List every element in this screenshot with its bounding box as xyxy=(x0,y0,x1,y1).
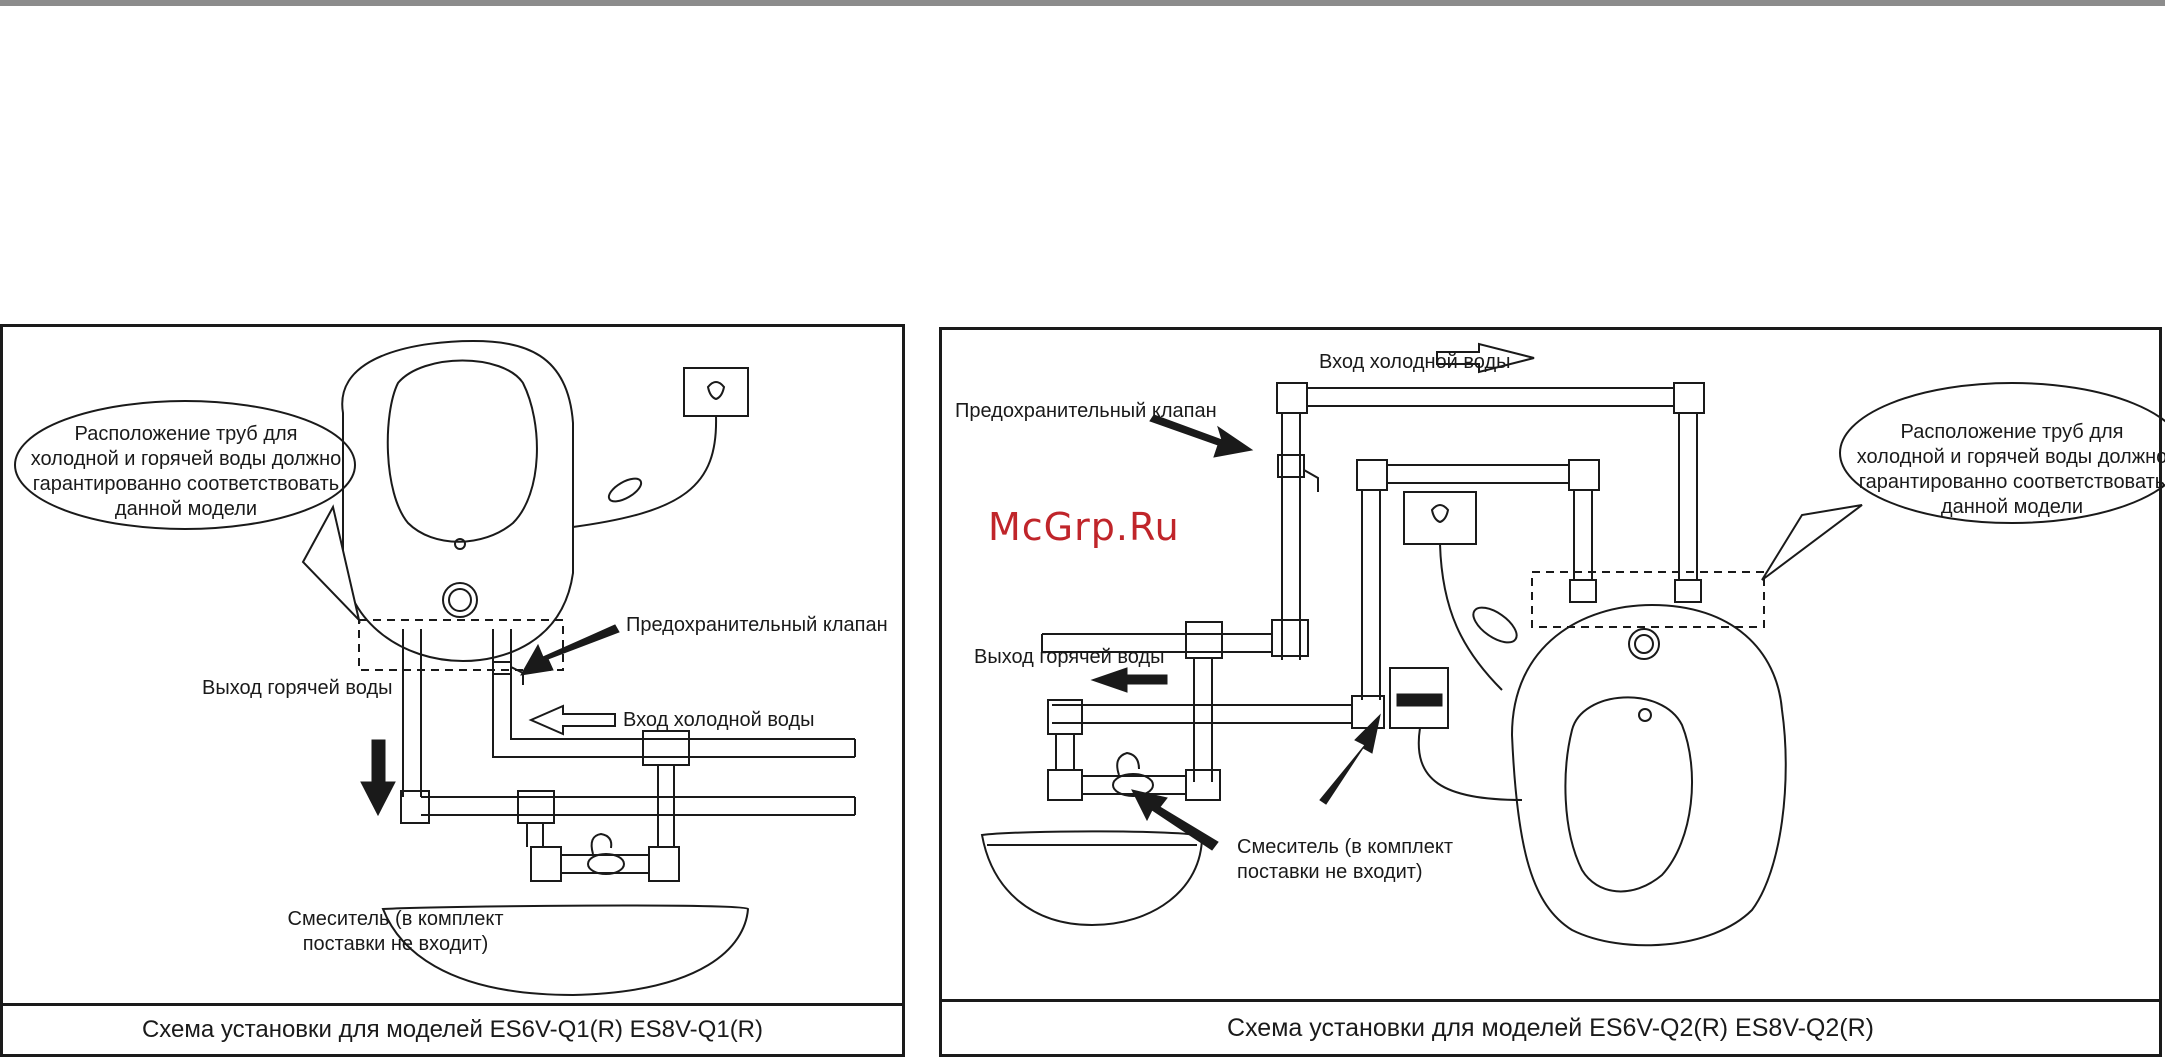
callout-line: гарантированно соответствовать xyxy=(32,473,340,495)
label-hot-water-out: Выход горячей воды xyxy=(202,677,393,699)
label-mixer: Смеситель (в комплект поставки не входит… xyxy=(1237,835,1453,885)
safety-valve-arrow xyxy=(520,624,620,676)
installation-drawing-right xyxy=(980,342,2165,947)
mixer-line: Смеситель (в комплект xyxy=(287,908,504,930)
callout-line: данной модели xyxy=(114,498,258,520)
callout-bubble xyxy=(1839,382,2165,524)
wash-basin xyxy=(381,904,750,997)
power-socket xyxy=(683,367,749,417)
diagram-caption: Схема установки для моделей ES6V-Q1(R) E… xyxy=(3,1003,902,1054)
indicator-dot xyxy=(454,538,466,550)
safety-valve-arrow xyxy=(1149,414,1254,458)
callout-line: холодной и горячей воды должно xyxy=(30,448,342,470)
callout-line: гарантированно соответствовать xyxy=(1858,471,2165,493)
callout-line: Расположение труб для xyxy=(1900,421,2124,443)
mixer-line: поставки не входит) xyxy=(302,933,489,955)
label-cold-water-in: Вход холодной воды xyxy=(1319,351,1511,373)
cold-water-arrow xyxy=(1436,342,1535,374)
heater-window xyxy=(1564,696,1694,893)
mixer-arrow xyxy=(1131,789,1219,851)
heater-window xyxy=(386,359,538,543)
label-cold-water-in: Вход холодной воды xyxy=(623,709,815,731)
installation-drawing-left xyxy=(14,339,856,997)
hot-water-arrow xyxy=(360,739,396,817)
cold-water-arrow xyxy=(528,704,616,736)
thermostat-knob xyxy=(442,582,478,618)
indicator-dot xyxy=(1638,708,1652,722)
mixer-line: поставки не входит) xyxy=(1237,861,1423,883)
callout-line: Расположение труб для xyxy=(74,423,298,445)
power-socket xyxy=(1403,491,1477,545)
label-safety-valve: Предохранительный клапан xyxy=(955,400,1217,422)
watermark: McGrp.Ru xyxy=(988,505,1180,549)
water-heater-body xyxy=(1510,603,1787,947)
label-mixer: Смеситель (в комплект поставки не входит… xyxy=(273,907,518,957)
mixer-line: Смеситель (в комплект xyxy=(1237,836,1453,858)
diagram-caption: Схема установки для моделей ES6V-Q2(R) E… xyxy=(942,999,2159,1054)
mixer-tap xyxy=(587,853,625,875)
mixer-tap xyxy=(1112,773,1154,797)
breaker-arrow xyxy=(1319,713,1381,805)
top-rule xyxy=(0,0,2165,6)
callout-line: данной модели xyxy=(1940,496,2084,518)
callout-text: Расположение труб для холодной и горячей… xyxy=(21,422,351,522)
pipe-zone-dashed xyxy=(358,619,564,671)
callout-line: холодной и горячей воды должно xyxy=(1856,446,2165,468)
water-heater-body xyxy=(341,339,574,663)
label-safety-valve: Предохранительный клапан xyxy=(626,614,888,636)
label-hot-water-out: Выход горячей воды xyxy=(974,646,1165,668)
callout-bubble xyxy=(14,400,356,530)
hot-water-arrow xyxy=(1090,667,1168,693)
callout-text: Расположение труб для холодной и горячей… xyxy=(1842,420,2165,520)
diagram-panel-right: Вход холодной воды Предохранительный кла… xyxy=(939,327,2165,1057)
diagram-panel-left: Расположение труб для холодной и горячей… xyxy=(0,324,905,1057)
wash-basin xyxy=(980,830,1204,927)
thermostat-knob xyxy=(1628,628,1660,660)
pipe-zone-dashed xyxy=(1531,571,1765,628)
